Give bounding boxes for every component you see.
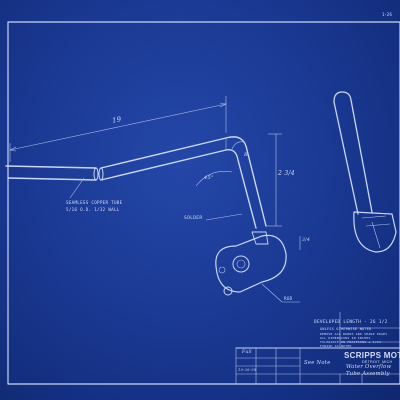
developed-length-note: DEVELOPED LENGTH - 26 1/2 [314, 320, 388, 325]
small-dimension-label: 3/4 [302, 238, 311, 243]
fitting-flange [215, 231, 301, 296]
drawing-number: See Note [304, 360, 331, 366]
company-name: SCRIPPS MOTOR [344, 351, 400, 360]
rod-note: ROD [284, 296, 293, 301]
corner-mark: 1-26 [382, 12, 393, 17]
rod-leader [261, 283, 283, 303]
dimension-height-label: 2 3/4 [278, 170, 295, 177]
scale-value: Full [242, 350, 252, 355]
angle-label: 45° [204, 175, 214, 181]
radius-label: R [244, 152, 249, 158]
tube-size-note: 5/16 O.D. 1/32 WALL [66, 207, 120, 212]
dimension-height [266, 133, 282, 227]
general-note-4: FINISH AS NOTED [320, 344, 352, 348]
dimension-length [9, 96, 227, 162]
side-view [333, 91, 397, 253]
angle-arc [195, 171, 233, 187]
date-value: 10-26-38 [238, 368, 257, 372]
copper-tube-outline [5, 136, 267, 229]
general-note-2: ALL DIMENSIONS IN INCHES [320, 336, 371, 340]
solder-note: SOLDER [184, 216, 203, 221]
general-note-3: TOLERANCE ON FRACTIONS ± 1/64 [320, 340, 382, 344]
tube-note: SEAMLESS COPPER TUBE [66, 200, 123, 205]
title-line-2: Tube Assembly [346, 371, 390, 377]
company-location: DETROIT, MICH [362, 360, 393, 364]
sheet-border [7, 21, 400, 385]
title-block-grid [235, 312, 400, 384]
general-notes-header: UNLESS OTHERWISE NOTED [320, 327, 372, 331]
title-line-1: Water Overflow [346, 364, 392, 370]
tube-note-leader [69, 177, 85, 199]
general-note-1: REMOVE ALL BURRS AND SHARP EDGES [320, 332, 388, 336]
solder-leader [205, 213, 243, 221]
